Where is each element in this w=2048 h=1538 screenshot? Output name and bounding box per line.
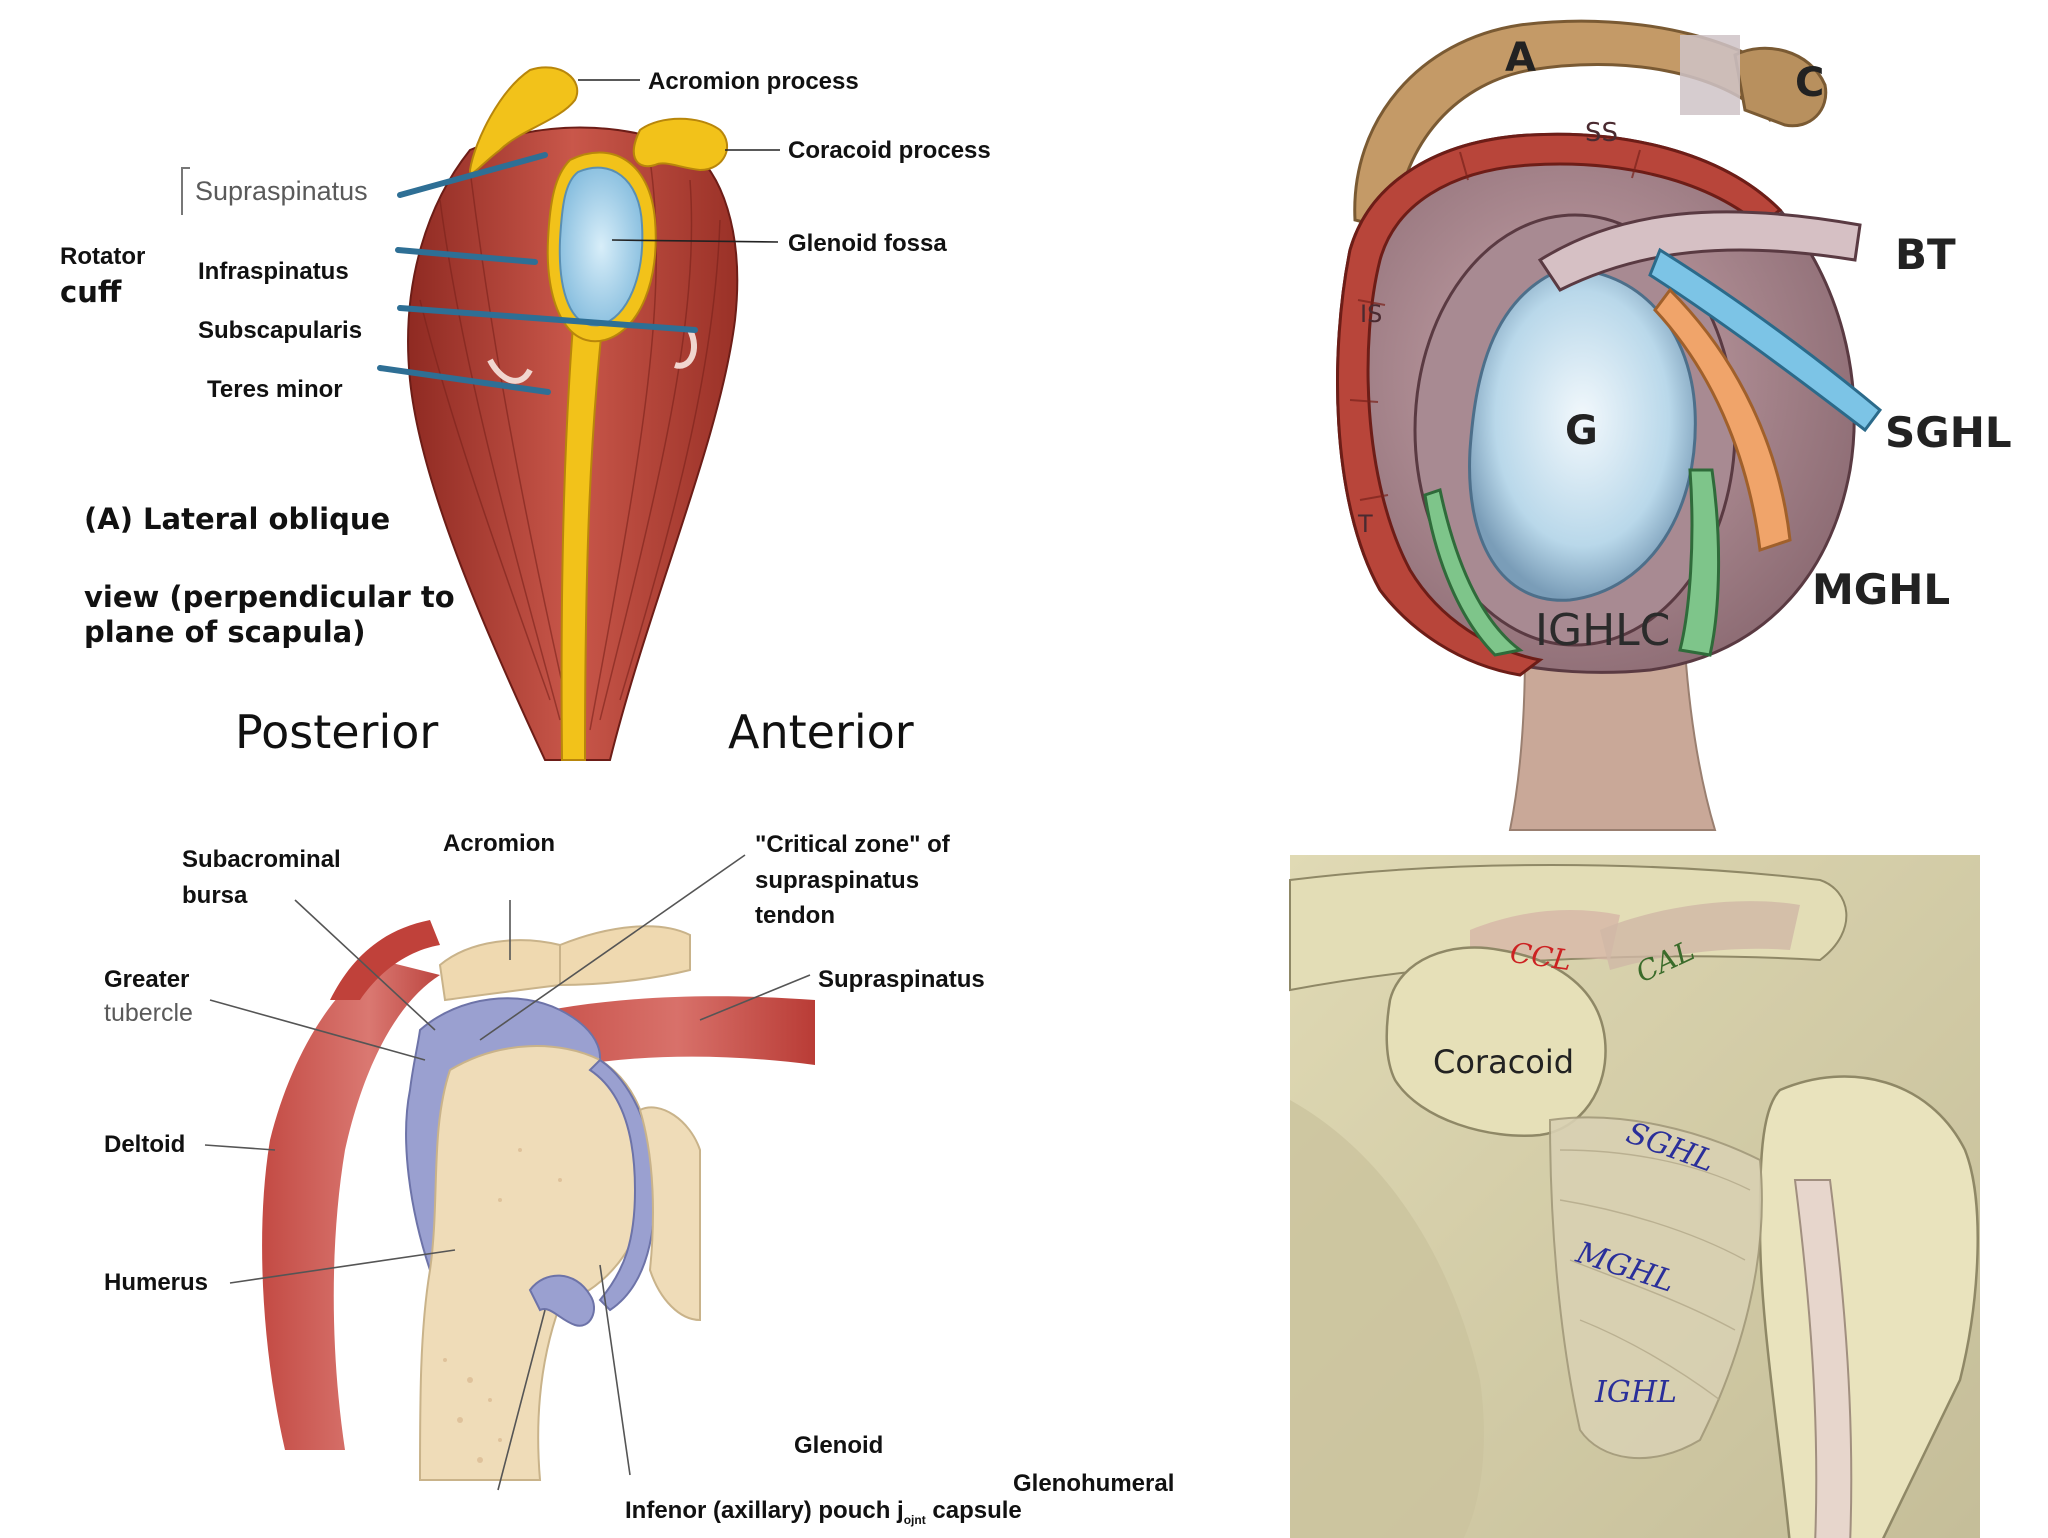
glenoid-bone (638, 1106, 701, 1322)
caption-line-3: plane of scapula) (84, 615, 366, 649)
label-glenohumeral: Glenohumeral (1013, 1470, 1175, 1497)
ighlc-anterior-band (1423, 488, 1524, 657)
label-acromion: Acromion (443, 830, 556, 857)
deltoid-muscle (262, 960, 440, 1450)
label-rotator: Rotator (60, 243, 146, 270)
label-ighlc: IGHLC (1535, 605, 1671, 656)
label-bt: BT (1895, 230, 1956, 279)
scapula-illustration (181, 66, 780, 761)
label-t: T (1358, 510, 1373, 538)
label-humerus: Humerus (104, 1269, 209, 1296)
label-deltoid: Deltoid (104, 1131, 186, 1158)
label-coracoid-process: Coracoid process (788, 137, 991, 164)
label-subscapularis: Subscapularis (198, 317, 363, 344)
label-critical-zone-1: "Critical zone" of (755, 831, 950, 858)
glenoid-surface (1468, 268, 1697, 602)
label-pouch-suffix: capsule (925, 1497, 1022, 1524)
caption-line-1: (A) Lateral oblique (84, 502, 391, 536)
label-glenoid: Glenoid (794, 1432, 884, 1459)
label-coracoid: Coracoid (1433, 1043, 1575, 1081)
label-tubercle: tubercle (104, 999, 193, 1027)
acromion-bone (468, 66, 579, 175)
label-mghl-c: MGHL (1812, 565, 1951, 614)
label-anterior: Anterior (728, 705, 914, 759)
label-supraspinatus-b: Supraspinatus (818, 966, 985, 993)
label-sghl-c: SGHL (1885, 408, 2012, 457)
label-greater: Greater (104, 966, 190, 993)
label-a: A (1505, 35, 1536, 81)
label-g: G (1565, 408, 1598, 454)
coronal-section-illustration (204, 854, 815, 1491)
label-acromion-process: Acromion process (648, 68, 859, 95)
mghl-ligament (1653, 287, 1792, 553)
label-infraspinatus: Infraspinatus (198, 258, 349, 285)
scapula-spine (560, 299, 607, 761)
anterior-3d-shoulder-illustration (1289, 855, 1980, 1538)
label-cuff: cuff (60, 275, 122, 309)
label-critical-zone-2: supraspinatus (755, 867, 920, 894)
label-critical-zone-3: tendon (755, 902, 835, 929)
label-supraspinatus-a: Supraspinatus (195, 176, 368, 206)
glenoid-enface-illustration (1336, 19, 1883, 831)
label-bursa: bursa (182, 882, 248, 909)
sghl-ligament (1648, 247, 1883, 433)
label-teres-minor: Teres minor (207, 376, 343, 403)
label-pouch-prefix: Infenor (axillary) pouch (625, 1497, 898, 1524)
label-ss: SS (1585, 118, 1619, 148)
biceps-tendon (1537, 210, 1862, 292)
label-is: IS (1360, 300, 1383, 328)
humeral-shaft (1508, 649, 1717, 831)
label-c: C (1795, 60, 1825, 106)
ighlc-posterior-band (1678, 468, 1721, 657)
caption-line-2: view (perpendicular to (84, 580, 455, 614)
label-ighl-d: IGHL (1595, 1375, 1677, 1410)
label-inferior-pouch: Infenor (axillary) pouch jojnt capsule (625, 1497, 1022, 1527)
label-pouch-j: j (897, 1497, 904, 1524)
humeral-head (418, 1045, 651, 1481)
coracoid-3d (1385, 946, 1607, 1137)
label-glenoid-fossa: Glenoid fossa (788, 230, 947, 257)
label-posterior: Posterior (235, 705, 439, 759)
label-pouch-sub: ojnt (903, 1512, 926, 1527)
label-subacrominal: Subacrominal (182, 846, 341, 873)
coracoid-bone (632, 117, 729, 172)
